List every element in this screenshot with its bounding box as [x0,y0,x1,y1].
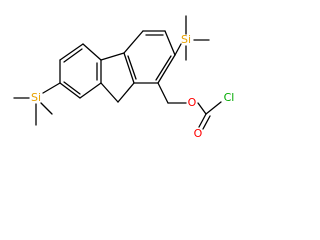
bond [155,55,172,81]
bond [63,48,83,63]
structure-diagram: Si Si O Cl O [13,15,235,140]
silicon-atom-label: Si [181,33,191,46]
bond [79,82,102,99]
bond [123,30,144,54]
chlorine-atom-label: Cl [224,91,235,104]
trimethylsilyl-group-left: Si [13,82,61,126]
bond [127,55,137,80]
bond [117,82,135,103]
bond [100,82,119,103]
bond [100,52,125,61]
structure-canvas: Si Si O Cl O [0,0,251,149]
bond [198,113,207,128]
right-benzene-ring [123,30,176,84]
bond [157,54,176,84]
bond [59,82,81,99]
bond [157,82,169,104]
ether-oxygen-label: O [188,96,197,109]
bond [40,102,53,115]
bond [205,101,222,115]
bond [123,52,135,84]
bond [82,43,102,61]
bond [42,82,61,94]
bond [63,81,81,95]
bond [174,43,182,56]
silicon-atom-label: Si [31,91,41,104]
bond [164,30,176,56]
left-benzene-ring [59,43,102,99]
bond [59,43,84,61]
bond [197,102,207,115]
five-membered-ring [100,52,135,103]
chloroformate-group: O Cl O [157,82,235,140]
trimethylsilyl-group-top: Si [174,15,210,61]
bond [202,115,211,130]
carbonyl-oxygen-label: O [194,127,203,140]
